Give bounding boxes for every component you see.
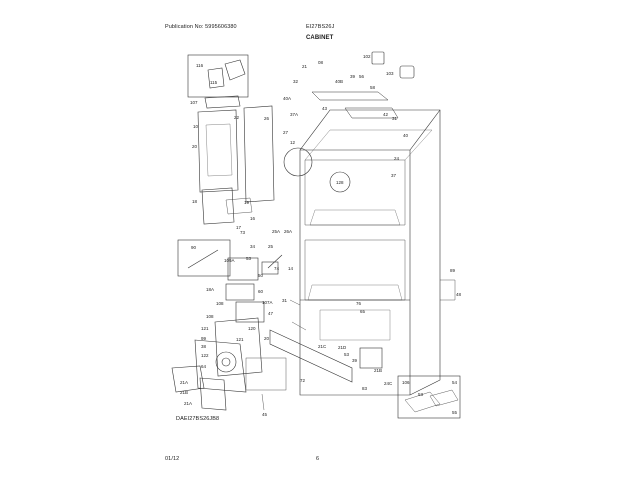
callout-10: 10: [193, 124, 199, 129]
callout-76: 76: [356, 301, 362, 306]
callout-39b: 39: [352, 358, 358, 363]
callout-60: 60: [258, 289, 264, 294]
callout-83: 83: [362, 386, 368, 391]
page-number: 6: [316, 456, 320, 462]
callout-labels: 116 115 102 103 21 08 32 40B 39 56 58 40…: [180, 54, 462, 417]
callout-122: 122: [201, 353, 209, 358]
callout-26: 26: [264, 116, 270, 121]
callout-50: 50: [258, 273, 264, 278]
callout-54: 54: [452, 380, 458, 385]
callout-65: 65: [360, 309, 366, 314]
publication-number: Publication No: 5995606380: [165, 24, 237, 30]
callout-53c: 53: [418, 392, 424, 397]
callout-128: 128: [336, 180, 344, 185]
callout-19: 19: [244, 200, 250, 205]
callout-21d: 21D: [338, 345, 347, 350]
callout-32: 32: [293, 79, 299, 84]
callout-121b: 121: [236, 337, 244, 342]
callout-47: 47: [268, 311, 274, 316]
section-title: CABINET: [306, 35, 334, 41]
callout-103: 103: [386, 71, 394, 76]
callout-22: 22: [234, 115, 240, 120]
callout-20b: 20: [264, 336, 270, 341]
callout-72: 72: [300, 378, 306, 383]
callout-102: 102: [363, 54, 371, 59]
callout-48: 48: [456, 292, 462, 297]
callout-42: 42: [383, 112, 389, 117]
callout-121: 121: [201, 326, 209, 331]
callout-21-top: 21: [302, 64, 308, 69]
callout-21b: 21B: [180, 390, 188, 395]
callout-21a: 21A: [180, 380, 188, 385]
callout-16: 16: [250, 216, 256, 221]
callout-38: 38: [201, 344, 207, 349]
callout-17: 17: [236, 225, 242, 230]
callout-25: 25: [268, 244, 274, 249]
callout-74: 74: [274, 266, 280, 271]
callout-89: 89: [450, 268, 456, 273]
callout-45: 45: [262, 412, 268, 417]
callout-55: 55: [452, 410, 458, 415]
callout-40: 40: [403, 133, 409, 138]
callout-109a: 109A: [224, 258, 235, 263]
callout-40b: 40B: [335, 79, 343, 84]
callout-107a: 107A: [262, 300, 273, 305]
callout-107: 107: [190, 100, 198, 105]
callout-24: 24: [394, 156, 400, 161]
callout-27: 27: [283, 130, 289, 135]
callout-40a: 40A: [283, 96, 291, 101]
callout-90: 90: [191, 245, 197, 250]
callout-18a: 18A: [206, 287, 214, 292]
callout-99: 99: [201, 336, 207, 341]
callout-53: 53: [246, 256, 252, 261]
callout-108b: 108: [206, 314, 214, 319]
callout-53b: 53: [344, 352, 350, 357]
callout-20: 20: [192, 144, 198, 149]
callout-08: 08: [318, 60, 324, 65]
drawing-code: DAEI27BS26JB8: [176, 416, 220, 422]
callout-115: 115: [210, 80, 218, 85]
callout-106: 106: [402, 380, 410, 385]
callout-21c: 21C: [318, 344, 327, 349]
callout-116: 116: [196, 63, 204, 68]
callout-43: 43: [322, 106, 328, 111]
cabinet-linework: [171, 51, 461, 419]
callout-18: 18: [192, 199, 198, 204]
callout-120: 120: [248, 326, 256, 331]
callout-26a: 26A: [284, 229, 292, 234]
callout-21a-lower: 21A: [184, 401, 192, 406]
callout-73: 73: [240, 230, 246, 235]
callout-39: 39: [350, 74, 356, 79]
callout-12: 12: [290, 140, 296, 145]
callout-58: 58: [370, 85, 376, 90]
callout-56: 56: [359, 74, 365, 79]
callout-31: 31: [392, 116, 398, 121]
callout-21b2: 21B: [374, 368, 382, 373]
callout-108: 108: [216, 301, 224, 306]
footer-date: 01/12: [165, 456, 180, 462]
callout-24c: 24C: [384, 381, 393, 386]
callout-31-lower: 31: [282, 298, 288, 303]
callout-64: 64: [201, 364, 207, 369]
callout-25a: 25A: [272, 229, 280, 234]
model-number: EI27BS26J: [306, 24, 335, 30]
callout-14: 14: [288, 266, 294, 271]
callout-37: 37: [391, 173, 397, 178]
callout-37a: 37A: [290, 112, 298, 117]
callout-34: 34: [250, 244, 256, 249]
cabinet-shell: [299, 109, 441, 396]
